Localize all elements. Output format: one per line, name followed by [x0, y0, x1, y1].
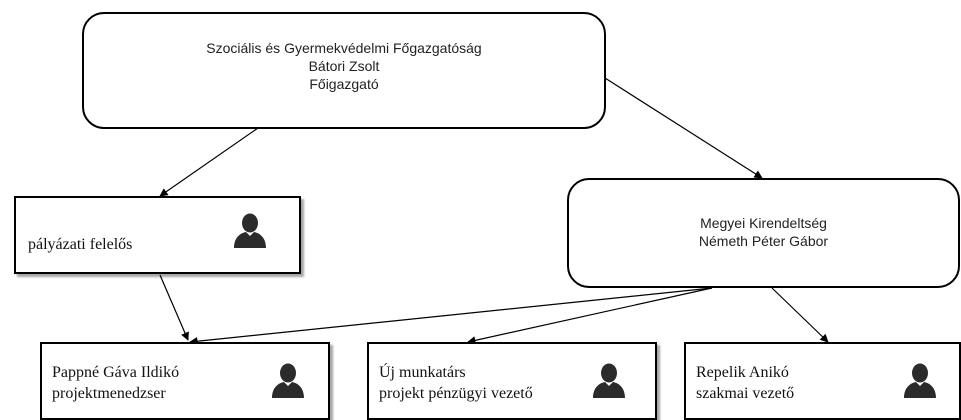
person-silhouette-icon [272, 363, 304, 398]
edge-grant-officer-to-project-manager [159, 274, 189, 341]
project-manager-box: Pappné Gáva Ildikó projektmenedzser [40, 342, 330, 420]
person-silhouette-icon [593, 363, 625, 398]
person-silhouette-icon [904, 363, 936, 398]
grant-officer-role: pályázati felelős [28, 236, 133, 253]
new-colleague-role: projekt pénzügyi vezető [379, 385, 533, 402]
professional-lead-box: Repelik Anikó szakmai vezető [684, 342, 961, 420]
county-office-name: Megyei Kirendeltség [700, 215, 827, 231]
director-title: Főigazgató [309, 76, 379, 92]
person-silhouette-icon [234, 213, 266, 248]
edge-director-to-grant-officer [159, 127, 259, 197]
edge-county-office-to-project-manager [189, 287, 713, 346]
project-manager-name: Pappné Gáva Ildikó [52, 364, 180, 381]
county-office-person-name: Németh Péter Gábor [698, 233, 829, 249]
director-org-name: Szociális és Gyermekvédelmi Főgazgatóság [206, 40, 482, 56]
edge-county-office-to-professional-lead [771, 287, 829, 343]
edge-director-to-county-office [604, 77, 763, 179]
edge-county-office-to-new-colleague [467, 287, 713, 345]
project-manager-role: projektmenedzser [52, 385, 166, 402]
grant-officer-box: pályázati felelős [14, 196, 301, 274]
new-colleague-name: Új munkatárs [379, 364, 466, 381]
director-box: Szociális és Gyermekvédelmi Főgazgatóság… [82, 12, 606, 129]
professional-lead-role: szakmai vezető [696, 385, 795, 402]
professional-lead-name: Repelik Anikó [696, 364, 789, 381]
director-person-name: Bátori Zsolt [308, 58, 380, 74]
county-office-box: Megyei Kirendeltség Németh Péter Gábor [567, 178, 960, 288]
new-colleague-box: Új munkatárs projekt pénzügyi vezető [367, 342, 657, 420]
